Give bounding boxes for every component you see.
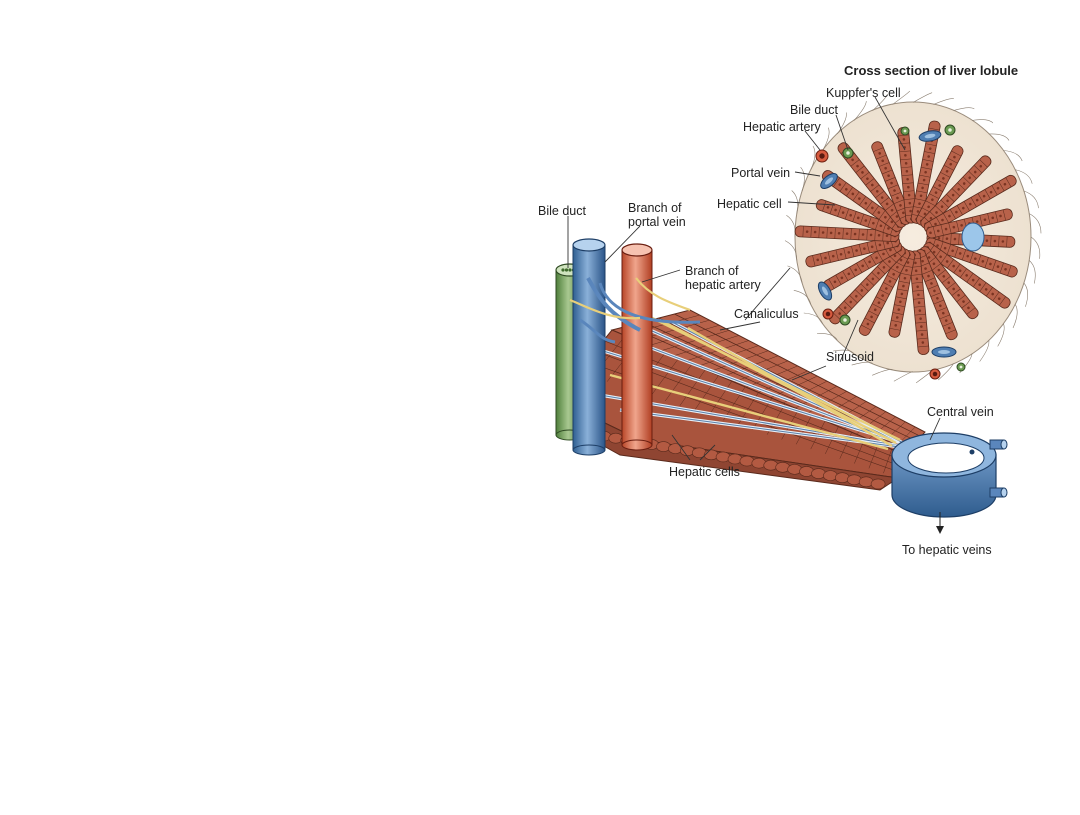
label-canaliculus: Canaliculus	[734, 307, 799, 321]
label-branch-portal-vein: Branch of portal vein	[628, 201, 686, 229]
label-portal-vein: Portal vein	[731, 166, 790, 180]
label-to-hepatic-veins: To hepatic veins	[902, 543, 992, 557]
label-sinusoid: Sinusoid	[826, 350, 874, 364]
label-hepatic-cells: Hepatic cells	[669, 465, 740, 479]
label-bile-duct-left: Bile duct	[538, 204, 586, 218]
label-kupffer-cell: Kuppfer's cell	[826, 86, 901, 100]
liver-lobule-cross-section	[785, 91, 1041, 383]
label-central-vein: Central vein	[927, 405, 994, 419]
figure-title: Cross section of liver lobule	[844, 64, 1018, 78]
central-vein-ring	[892, 433, 1007, 534]
label-bile-duct-top: Bile duct	[790, 103, 838, 117]
label-hepatic-cell: Hepatic cell	[717, 197, 782, 211]
label-hepatic-artery: Hepatic artery	[743, 120, 821, 134]
label-branch-hepatic-artery: Branch of hepatic artery	[685, 264, 761, 292]
